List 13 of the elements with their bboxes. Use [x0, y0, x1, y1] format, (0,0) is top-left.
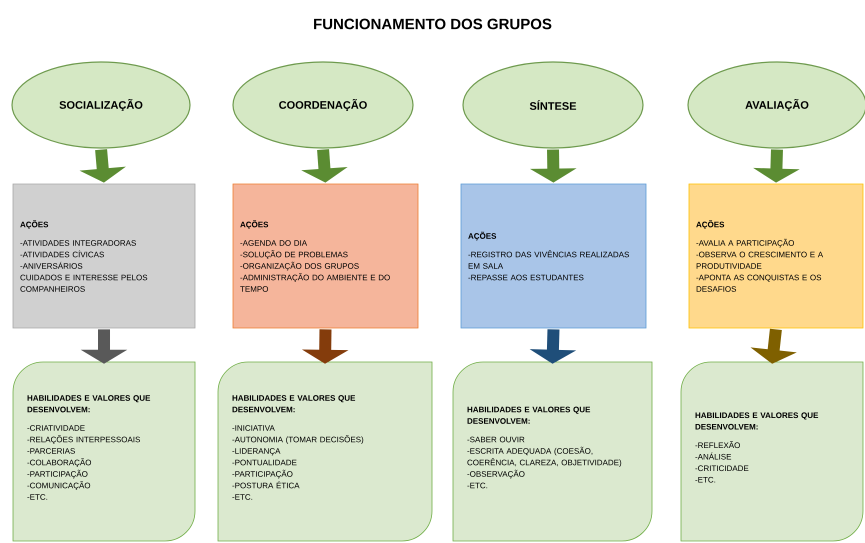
skills-box: HABILIDADES E VALORES QUE DESENVOLVEM: -CRIATIVIDADE -RELAÇÕES INTERPESSOAIS -PARCERIAS -COLABORAÇÃO -PARTICIPAÇÃO -COMUNICAÇÃO -ETC. [12, 362, 196, 542]
ellipse-node: SÍNTESE [462, 61, 644, 149]
ellipse-node: AVALIAÇÃO [687, 61, 865, 149]
action-box: AÇÕES -ATIVIDADES INTEGRADORAS -ATIVIDADES CÍVICAS -ANIVERSÁRIOS CUIDADOS E INTERESSE PELOS COMPANHEIROS [12, 184, 196, 328]
skills-box: HABILIDADES E VALORES QUE DESENVOLVEM: -REFLEXÃO -ANÁLISE -CRITICIDADE -ETC. [680, 362, 864, 542]
action-box: AÇÕES -AVALIA A PARTICIPAÇÃO -OBSERVA O CRESCIMENTO E A PRODUTIVIDADE -APONTA AS CONQUISTAS E OS DESAFIOS [688, 184, 864, 328]
ellipse-node: COORDENAÇÃO [232, 61, 414, 149]
action-box: AÇÕES -AGENDA DO DIA -SOLUÇÃO DE PROBLEMAS -ORGANIZAÇÃO DOS GRUPOS -ADMINISTRAÇÃO DO AMBIENTE E DO TEMPO [232, 184, 418, 328]
ellipse-node: SOCIALIZAÇÃO [11, 61, 191, 149]
action-box: AÇÕES -REGISTRO DAS VIVÊNCIAS REALIZADAS EM SALA -REPASSE AOS ESTUDANTES [460, 184, 646, 328]
title: FUNCIONAMENTO DOS GRUPOS [314, 18, 552, 30]
skills-box: HABILIDADES E VALORES QUE DESENVOLVEM: -SABER OUVIR -ESCRITA ADEQUADA (COESÃO, COERÊNCIA, CLAREZA, OBJETIVIDADE) -OBSERVAÇÃO -ETC. [452, 362, 652, 542]
skills-box: HABILIDADES E VALORES QUE DESENVOLVEM: -INICIATIVA -AUTONOMIA (TOMAR DECISÕES) -LIDERANÇA -PONTUALIDADE -PARTICIPAÇÃO -POSTURA ÉTICA -ETC. [218, 362, 432, 542]
